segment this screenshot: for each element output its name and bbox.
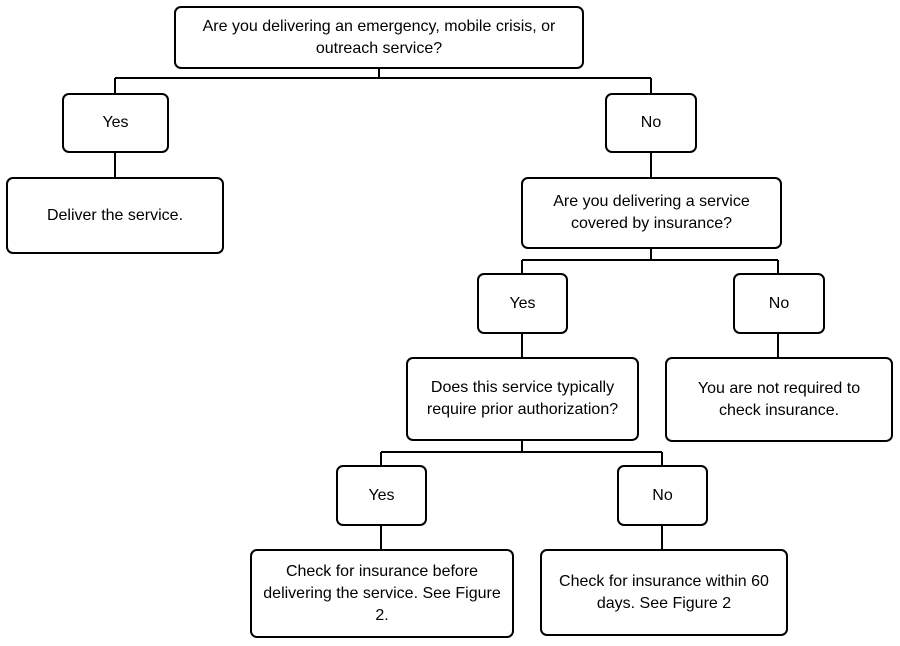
- answer-no-insurance-box: No: [733, 273, 825, 334]
- answer-yes-label: Yes: [368, 486, 395, 504]
- answer-no-emergency-box: No: [605, 93, 697, 153]
- answer-yes-prior-auth-box: Yes: [336, 465, 427, 526]
- answer-no-label: No: [640, 114, 662, 131]
- check-within-text: Check for insurance within 60 days. See …: [559, 572, 769, 612]
- question-insurance-text: Are you delivering a service covered by …: [553, 193, 750, 232]
- answer-no-label: No: [768, 294, 790, 312]
- not-required-text: You are not required to check insurance.: [697, 379, 861, 419]
- not-required-box: You are not required to check insurance.: [665, 357, 893, 442]
- check-within-box: Check for insurance within 60 days. See …: [540, 549, 788, 636]
- answer-yes-label: Yes: [102, 114, 129, 131]
- answer-yes-label: Yes: [509, 294, 536, 312]
- question-insurance-box: Are you delivering a service covered by …: [521, 177, 782, 249]
- deliver-service-box: Deliver the service.: [6, 177, 224, 254]
- answer-yes-emergency-box: Yes: [62, 93, 169, 153]
- check-before-text: Check for insurance before delivering th…: [263, 562, 501, 624]
- deliver-service-text: Deliver the service.: [46, 206, 184, 224]
- question-emergency-text: Are you delivering an emergency, mobile …: [202, 17, 556, 57]
- question-prior-auth-text: Does this service typically require prio…: [426, 379, 619, 418]
- answer-no-label: No: [652, 486, 673, 504]
- check-before-box: Check for insurance before delivering th…: [250, 549, 514, 638]
- answer-yes-insurance-box: Yes: [477, 273, 568, 334]
- answer-no-prior-auth-box: No: [617, 465, 708, 526]
- question-prior-auth-box: Does this service typically require prio…: [406, 357, 639, 441]
- question-emergency-box: Are you delivering an emergency, mobile …: [174, 6, 584, 69]
